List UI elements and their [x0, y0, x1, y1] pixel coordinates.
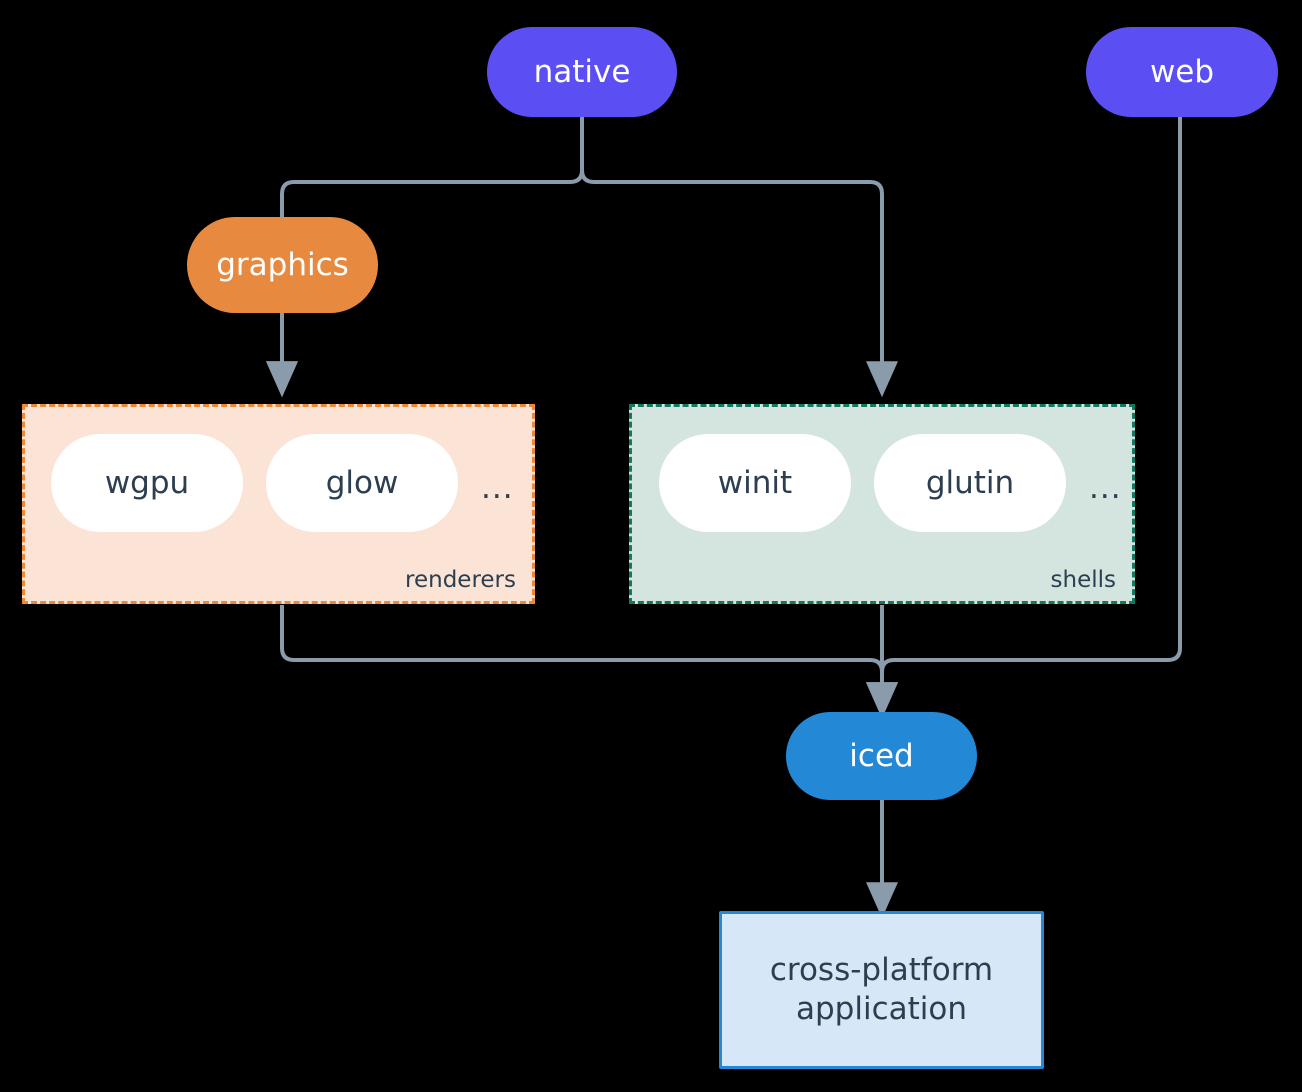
node-graphics-label: graphics — [216, 246, 349, 283]
group-shells: winit glutin ... shells — [629, 404, 1135, 604]
node-glutin-label: glutin — [925, 465, 1015, 501]
node-glutin[interactable]: glutin — [874, 434, 1066, 532]
node-web-label: web — [1149, 53, 1215, 90]
node-graphics[interactable]: graphics — [187, 217, 378, 313]
application-label-line2: application — [796, 991, 967, 1027]
node-iced[interactable]: iced — [786, 712, 977, 800]
group-renderers: wgpu glow ... renderers — [22, 404, 535, 604]
node-glow[interactable]: glow — [266, 434, 458, 532]
edge-native-to-shells — [580, 115, 898, 398]
renderers-ellipsis: ... — [481, 470, 514, 506]
group-shells-label: shells — [1050, 567, 1116, 593]
node-winit[interactable]: winit — [659, 434, 851, 532]
shells-ellipsis: ... — [1089, 470, 1122, 506]
node-cross-platform-application[interactable]: cross-platform application — [719, 911, 1044, 1069]
node-web[interactable]: web — [1086, 27, 1278, 117]
node-iced-label: iced — [849, 737, 914, 774]
node-wgpu-label: wgpu — [104, 465, 190, 501]
node-wgpu[interactable]: wgpu — [51, 434, 243, 532]
node-native[interactable]: native — [487, 27, 677, 117]
node-native-label: native — [533, 53, 631, 90]
group-renderers-label: renderers — [405, 567, 516, 593]
node-winit-label: winit — [717, 465, 793, 501]
edge-renderers-to-iced — [280, 605, 898, 719]
node-glow-label: glow — [325, 465, 399, 501]
application-label-line1: cross-platform — [769, 952, 994, 989]
